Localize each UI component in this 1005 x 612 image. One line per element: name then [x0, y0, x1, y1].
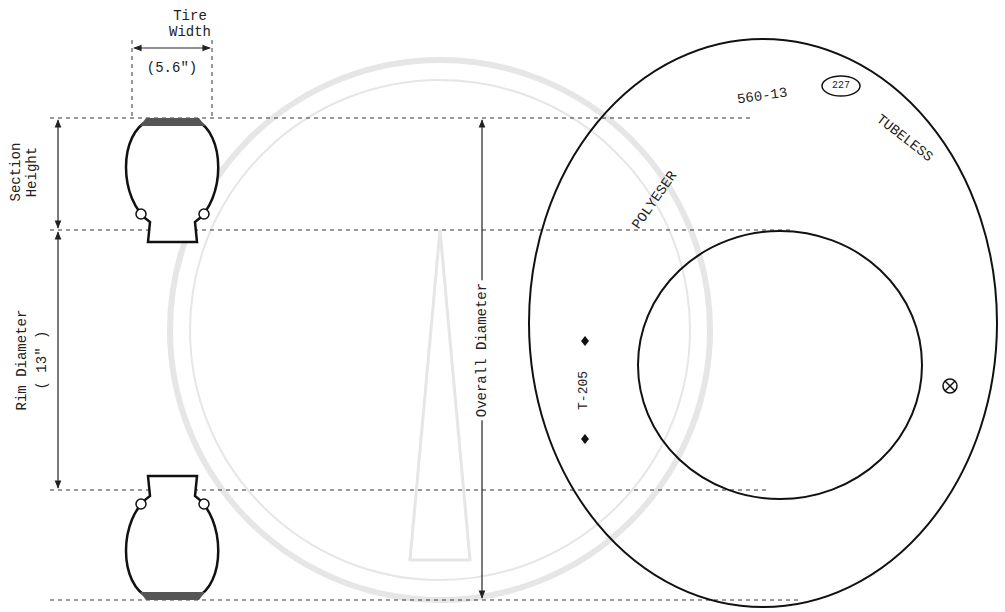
sidewall-marking: T-205 — [578, 370, 593, 409]
watermark — [170, 60, 710, 600]
circled-marking: 227 — [832, 80, 850, 92]
dimension-value: ( 13" ) — [34, 331, 50, 390]
dot-symbol — [822, 76, 957, 393]
dimension-label: Rim Diameter — [14, 310, 30, 411]
size-marking: 560-13 — [736, 85, 788, 108]
dimension-label: Overall Diameter — [474, 280, 490, 420]
dimension-guides — [50, 40, 800, 600]
dimension-value: (5.6") — [147, 60, 197, 76]
dimension-arrows — [58, 48, 482, 598]
dimension-label: Section Height — [8, 137, 40, 207]
tire-cross-section — [126, 118, 218, 242]
tire-cross-section — [126, 476, 218, 600]
dimension-label: Tire Width — [160, 8, 220, 40]
tire-side-view — [529, 39, 997, 607]
